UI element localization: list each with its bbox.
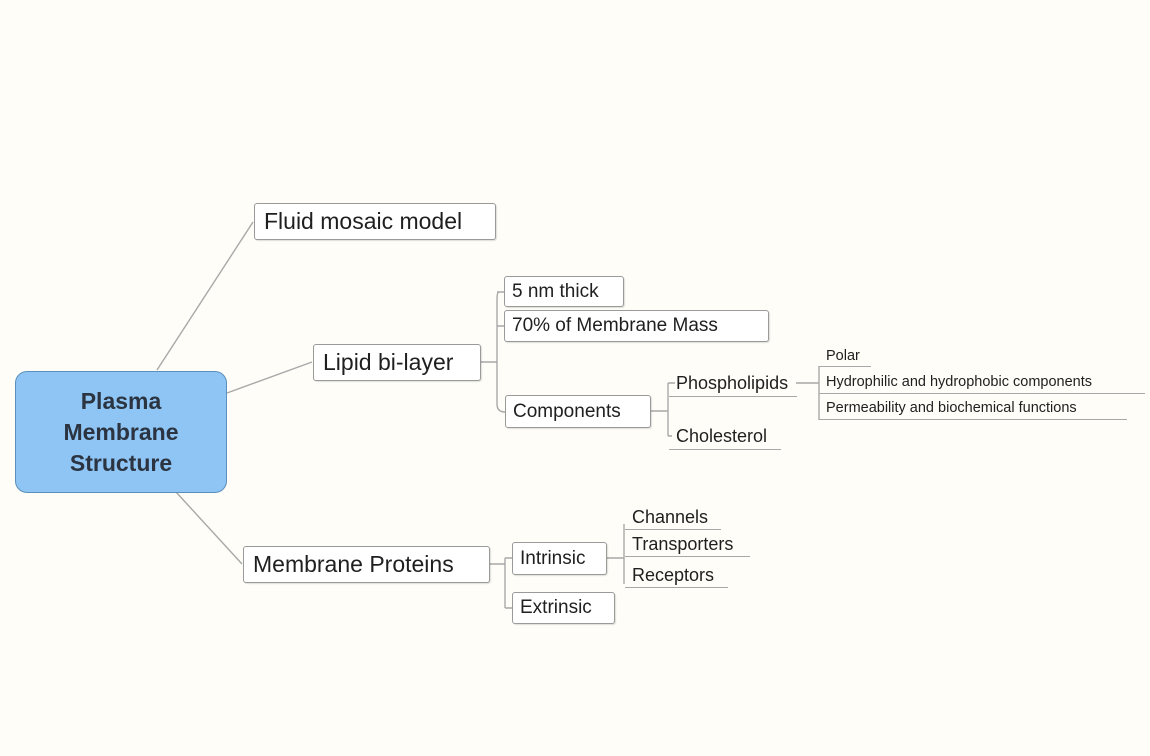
connector-phospholipids bbox=[796, 366, 820, 420]
fluid-mosaic-node[interactable]: Fluid mosaic model bbox=[254, 203, 496, 240]
lipid-bilayer-node[interactable]: Lipid bi-layer bbox=[313, 344, 481, 381]
cholesterol-label: Cholesterol bbox=[676, 425, 768, 446]
permeability-node[interactable]: Permeability and biochemical functions bbox=[819, 397, 1127, 420]
connector-root-fluid bbox=[156, 221, 254, 371]
hydrophilic-node[interactable]: Hydrophilic and hydrophobic components bbox=[819, 371, 1145, 394]
membrane-mass-label: 70% of Membrane Mass bbox=[512, 315, 718, 336]
channels-label: Channels bbox=[632, 507, 709, 527]
phospholipids-node[interactable]: Phospholipids bbox=[669, 370, 797, 397]
transporters-label: Transporters bbox=[632, 534, 734, 554]
polar-node[interactable]: Polar bbox=[819, 345, 871, 367]
channels-node[interactable]: Channels bbox=[625, 506, 721, 530]
connector-lipid-bracket bbox=[481, 291, 506, 413]
membrane-mass-node[interactable]: 70% of Membrane Mass bbox=[504, 310, 769, 342]
connector-intrinsic bbox=[607, 524, 625, 584]
fluid-mosaic-label: Fluid mosaic model bbox=[264, 208, 463, 234]
thickness-node[interactable]: 5 nm thick bbox=[504, 276, 624, 307]
intrinsic-label: Intrinsic bbox=[520, 547, 586, 569]
connector-proteins-bracket bbox=[490, 557, 512, 609]
connector-root-proteins bbox=[175, 491, 243, 565]
intrinsic-node[interactable]: Intrinsic bbox=[512, 542, 607, 575]
cholesterol-node[interactable]: Cholesterol bbox=[669, 423, 781, 450]
components-label: Components bbox=[513, 400, 621, 422]
extrinsic-label: Extrinsic bbox=[520, 597, 592, 618]
phospholipids-label: Phospholipids bbox=[676, 372, 789, 393]
connector-root-lipid bbox=[226, 361, 313, 394]
hydrophilic-label: Hydrophilic and hydrophobic components bbox=[826, 374, 1092, 390]
connector-components bbox=[651, 382, 675, 437]
polar-label: Polar bbox=[826, 347, 860, 364]
thickness-label: 5 nm thick bbox=[512, 280, 599, 302]
membrane-proteins-node[interactable]: Membrane Proteins bbox=[243, 546, 490, 583]
permeability-label: Permeability and biochemical functions bbox=[826, 400, 1077, 416]
transporters-node[interactable]: Transporters bbox=[625, 533, 750, 557]
components-node[interactable]: Components bbox=[505, 395, 651, 428]
receptors-node[interactable]: Receptors bbox=[625, 564, 728, 588]
lipid-bilayer-label: Lipid bi-layer bbox=[323, 349, 454, 375]
receptors-label: Receptors bbox=[632, 565, 715, 585]
extrinsic-node[interactable]: Extrinsic bbox=[512, 592, 615, 624]
root-label: Plasma Membrane Structure bbox=[63, 387, 179, 476]
root-node[interactable]: Plasma Membrane Structure bbox=[15, 371, 227, 493]
membrane-proteins-label: Membrane Proteins bbox=[253, 551, 454, 577]
